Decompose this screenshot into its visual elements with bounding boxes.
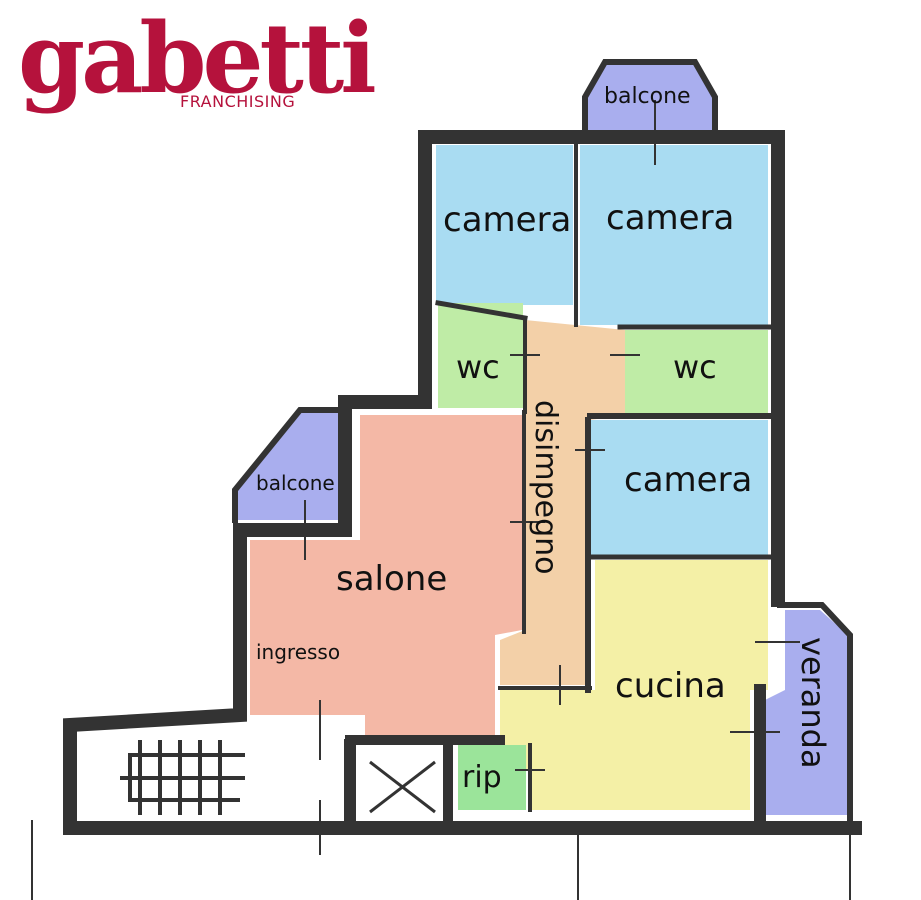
label-wc-2: wc xyxy=(673,348,717,386)
label-cucina: cucina xyxy=(615,666,726,706)
cucina-area xyxy=(500,560,768,810)
label-camera-2: camera xyxy=(606,198,735,238)
staircase xyxy=(120,740,245,815)
label-ingresso: ingresso xyxy=(256,640,341,664)
gabetti-logo: gabetti FRANCHISING xyxy=(18,2,377,135)
wall-veranda xyxy=(777,602,853,823)
salone-area xyxy=(250,415,522,740)
label-veranda: veranda xyxy=(794,637,832,769)
label-rip: rip xyxy=(462,760,502,795)
lift-shaft xyxy=(369,760,436,814)
wc-2-area xyxy=(625,330,768,415)
balcone-top-area xyxy=(585,60,715,130)
label-balcone-top: balcone xyxy=(604,84,691,109)
label-disimpegno: disimpegno xyxy=(528,400,563,575)
outer-wall-top xyxy=(418,130,785,607)
label-camera-1: camera xyxy=(443,200,572,240)
veranda-area xyxy=(765,610,848,815)
rip-area xyxy=(458,745,526,810)
camera-3-area xyxy=(590,420,768,555)
logo-brand: gabetti xyxy=(18,2,377,115)
label-wc-1: wc xyxy=(456,348,500,386)
camera-2-area xyxy=(580,145,768,325)
wc-1-area xyxy=(438,303,523,408)
balcone-left-area xyxy=(235,410,343,520)
label-balcone-left: balcone xyxy=(256,471,335,495)
wall-balcone-left xyxy=(232,407,346,523)
label-camera-3: camera xyxy=(624,460,753,500)
wall-balcone-top xyxy=(582,59,718,133)
wall-left-block xyxy=(63,395,862,835)
camera-1-area xyxy=(436,145,573,305)
label-salone: salone xyxy=(336,559,448,599)
wall-camera-bottom xyxy=(435,300,528,321)
disimpegno-area xyxy=(500,320,625,685)
logo-subtitle: FRANCHISING xyxy=(180,92,296,111)
